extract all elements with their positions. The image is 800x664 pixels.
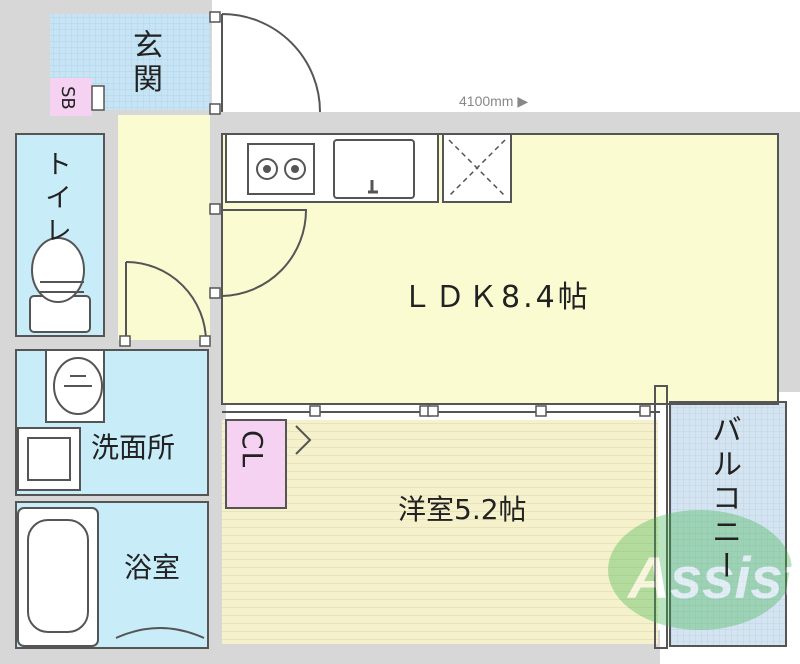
- stove-icon: [247, 143, 315, 195]
- room-label-balcony: バルコニー: [706, 414, 741, 584]
- room-label-entrance: 玄関: [127, 29, 162, 97]
- washer-icon: [17, 427, 81, 491]
- western-floor: [222, 420, 658, 644]
- corridor-floor: [118, 115, 210, 340]
- wall-markers: [91, 11, 651, 417]
- bathtub-icon: [17, 507, 205, 647]
- watermark-logo: Assist: [608, 510, 800, 630]
- sink-icon: [333, 139, 415, 199]
- kitchen-counter: [225, 133, 512, 203]
- room-label-ldk: ＬＤＫ8.4帖: [402, 280, 591, 315]
- shoebox-floor: [50, 78, 92, 116]
- door-swing-icon: [125, 13, 321, 455]
- dimension-note: 4100mm ▶: [459, 93, 529, 109]
- room-label-toilet: トイレ: [40, 150, 71, 249]
- svg-text:Assist: Assist: [626, 546, 800, 611]
- room-label-closet: CL: [236, 430, 269, 470]
- washbasin-icon: [45, 349, 105, 423]
- toilet-icon: [29, 237, 91, 333]
- fridge-icon: [442, 133, 512, 203]
- room-label-shoebox: SB: [57, 86, 78, 110]
- room-label-washroom: 洗面所: [91, 431, 176, 464]
- balcony-floor: [670, 402, 786, 646]
- room-label-bath: 浴室: [124, 551, 181, 584]
- room-label-western: 洋室5.2帖: [398, 493, 527, 526]
- closet-floor: [226, 420, 286, 508]
